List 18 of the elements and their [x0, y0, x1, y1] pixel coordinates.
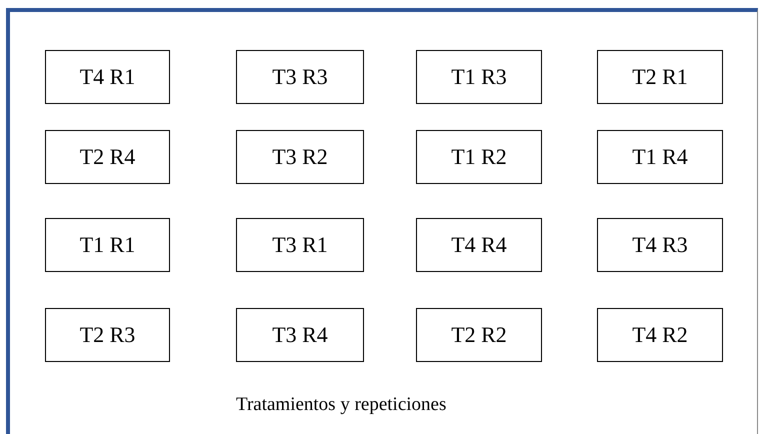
plot-box: T3 R3 — [236, 50, 364, 104]
plot-box: T1 R3 — [416, 50, 542, 104]
plot-box: T2 R1 — [597, 50, 723, 104]
plot-box: T3 R2 — [236, 130, 364, 184]
plot-box: T2 R2 — [416, 308, 542, 362]
plot-box: T4 R4 — [416, 218, 542, 272]
plot-box: T3 R1 — [236, 218, 364, 272]
plot-box: T4 R3 — [597, 218, 723, 272]
plot-box: T2 R3 — [45, 308, 170, 362]
plot-box: T1 R1 — [45, 218, 170, 272]
plot-box: T1 R4 — [597, 130, 723, 184]
plot-box: T4 R1 — [45, 50, 170, 104]
plot-box: T3 R4 — [236, 308, 364, 362]
plot-box: T1 R2 — [416, 130, 542, 184]
plot-box: T4 R2 — [597, 308, 723, 362]
plot-box: T2 R4 — [45, 130, 170, 184]
field-plot-frame — [6, 8, 758, 434]
frame-label: Tratamientos y repeticiones — [236, 394, 446, 416]
